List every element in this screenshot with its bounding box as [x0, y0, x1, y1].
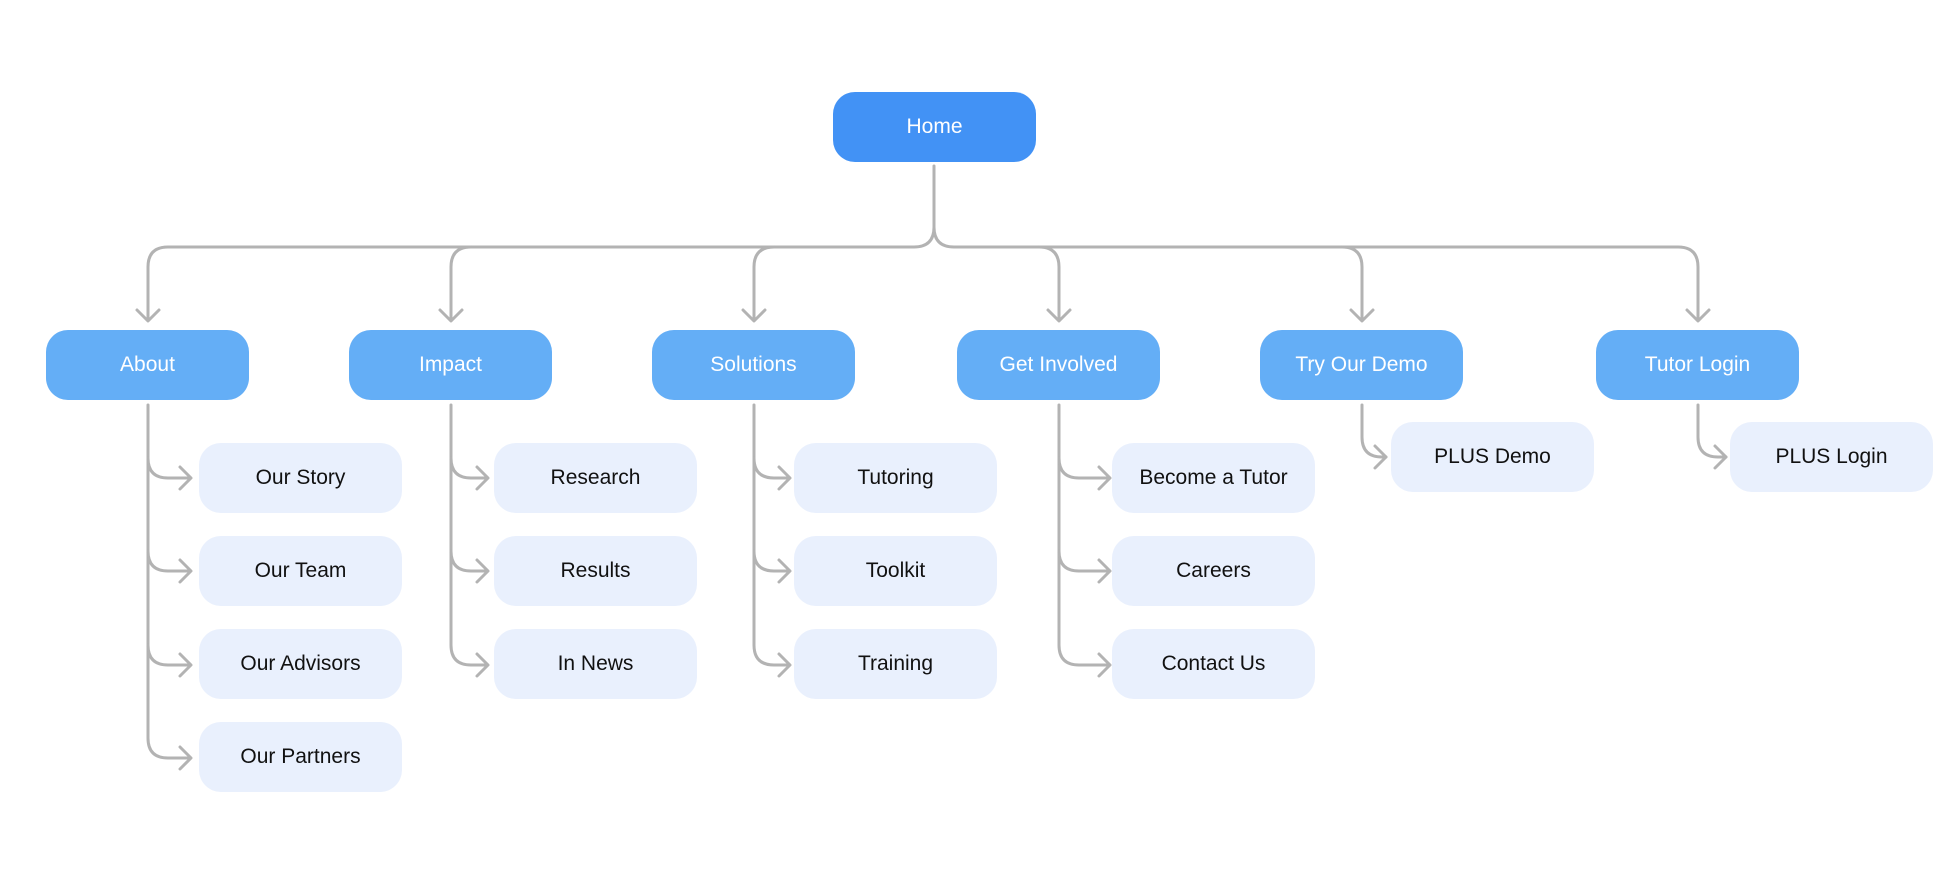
page-toolkit-label: Toolkit	[865, 559, 926, 582]
bus-drop-solutions	[752, 245, 776, 320]
page-our-partners-label: Our Partners	[240, 745, 361, 768]
section-get-involved[interactable]: Get Involved	[957, 330, 1160, 400]
page-results[interactable]: Results	[494, 536, 697, 606]
page-training[interactable]: Training	[794, 629, 997, 699]
page-plus-demo-label: PLUS Demo	[1434, 445, 1551, 468]
page-toolkit[interactable]: Toolkit	[794, 536, 997, 606]
branch-tutor-login	[1696, 403, 1728, 459]
node-home[interactable]: Home	[833, 92, 1036, 162]
section-about[interactable]: About	[46, 330, 249, 400]
page-plus-demo[interactable]: PLUS Demo	[1391, 422, 1594, 492]
section-about-label: About	[120, 353, 175, 376]
branch-impact	[449, 403, 489, 667]
arrowhead-about	[135, 308, 161, 323]
bus-drop-impact	[449, 245, 473, 320]
page-our-team-label: Our Team	[254, 559, 347, 582]
arrowhead-get-involved	[1046, 308, 1072, 323]
page-our-team[interactable]: Our Team	[199, 536, 402, 606]
branch-try-our-demo	[1360, 403, 1388, 459]
page-become-a-tutor-label: Become a Tutor	[1139, 466, 1288, 489]
branch-get-involved	[1057, 403, 1111, 667]
section-try-our-demo[interactable]: Try Our Demo	[1260, 330, 1463, 400]
section-impact-label: Impact	[418, 353, 483, 376]
page-plus-login-label: PLUS Login	[1775, 445, 1888, 468]
page-our-advisors-label: Our Advisors	[240, 652, 361, 675]
section-try-our-demo-label: Try Our Demo	[1295, 353, 1428, 376]
page-contact-us[interactable]: Contact Us	[1112, 629, 1315, 699]
page-research-label: Research	[550, 466, 641, 489]
section-solutions[interactable]: Solutions	[652, 330, 855, 400]
page-become-a-tutor[interactable]: Become a Tutor	[1112, 443, 1315, 513]
section-tutor-login[interactable]: Tutor Login	[1596, 330, 1799, 400]
trunk-connector	[146, 164, 1700, 320]
page-in-news[interactable]: In News	[494, 629, 697, 699]
bus-drop-get-involved	[1037, 245, 1061, 320]
page-our-advisors[interactable]: Our Advisors	[199, 629, 402, 699]
page-tutoring-label: Tutoring	[857, 466, 934, 489]
node-home-label: Home	[906, 115, 963, 138]
page-careers[interactable]: Careers	[1112, 536, 1315, 606]
page-plus-login[interactable]: PLUS Login	[1730, 422, 1933, 492]
section-get-involved-label: Get Involved	[999, 353, 1118, 376]
page-our-story-label: Our Story	[255, 466, 346, 489]
arrowhead-try-our-demo	[1349, 308, 1375, 323]
page-our-story[interactable]: Our Story	[199, 443, 402, 513]
page-careers-label: Careers	[1176, 559, 1251, 582]
page-in-news-label: In News	[557, 652, 634, 675]
arrowhead-impact	[438, 308, 464, 323]
branch-about	[146, 403, 192, 760]
arrowhead-solutions	[741, 308, 767, 323]
page-our-partners[interactable]: Our Partners	[199, 722, 402, 792]
bus-drop-try-our-demo	[1340, 245, 1364, 320]
section-solutions-label: Solutions	[710, 353, 797, 376]
section-impact[interactable]: Impact	[349, 330, 552, 400]
arrowhead-tutor-login	[1685, 308, 1711, 323]
page-training-label: Training	[857, 652, 934, 675]
branch-solutions	[752, 403, 791, 667]
page-research[interactable]: Research	[494, 443, 697, 513]
page-tutoring[interactable]: Tutoring	[794, 443, 997, 513]
page-contact-us-label: Contact Us	[1161, 652, 1266, 675]
section-tutor-login-label: Tutor Login	[1644, 353, 1751, 376]
page-results-label: Results	[560, 559, 631, 582]
